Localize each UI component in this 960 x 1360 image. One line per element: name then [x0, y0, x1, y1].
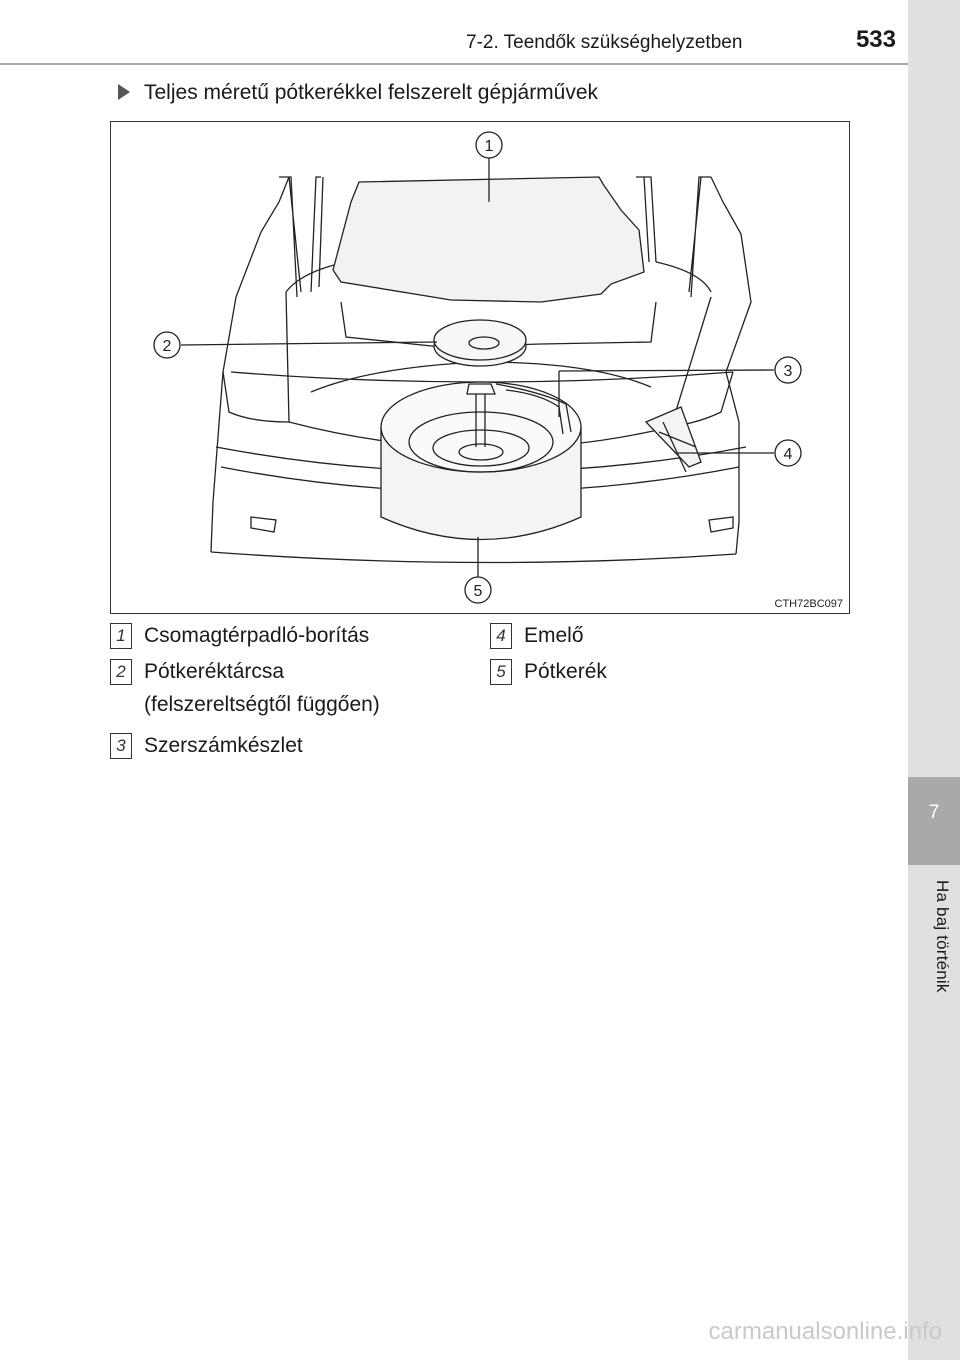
callout-5: 5 [474, 583, 483, 600]
callout-3: 3 [784, 363, 793, 380]
trunk-illustration: 1 2 3 4 5 CTH72BC097 [110, 121, 850, 614]
subtitle-text: Teljes méretű pótkerékkel felszerelt gép… [144, 81, 599, 104]
legend-number: 2 [110, 659, 132, 685]
legend-text: Emelő [524, 624, 584, 647]
legend-text: Pótkeréktárcsa [144, 660, 285, 683]
callout-2: 2 [163, 338, 172, 355]
trunk-drawing: 1 2 3 4 5 [153, 131, 802, 604]
sidebar [908, 0, 960, 1360]
legend-text: Szerszámkészlet [144, 734, 303, 757]
figure-code: CTH72BC097 [774, 598, 843, 610]
watermark: carmanualsonline.info [708, 1318, 942, 1345]
legend-number: 4 [490, 623, 512, 649]
legend-number: 5 [490, 659, 512, 685]
chapter-title: Ha baj történik [933, 880, 952, 993]
callout-4: 4 [784, 446, 793, 463]
legend-text: Csomagtérpadló-borítás [144, 624, 370, 647]
triangle-bullet-icon [118, 84, 130, 100]
page-number: 533 [855, 26, 896, 53]
legend-number: 1 [110, 623, 132, 649]
chapter-tab [908, 777, 960, 865]
callout-1: 1 [485, 138, 494, 155]
legend-text-continued: (felszereltségtől függően) [144, 693, 380, 716]
legend-text: Pótkerék [524, 660, 607, 683]
header-divider [0, 63, 908, 65]
subtitle: Teljes méretű pótkerékkel felszerelt gép… [118, 81, 598, 105]
legend-number: 3 [110, 733, 132, 759]
chapter-number: 7 [928, 802, 940, 823]
section-title: 7-2. Teendők szükséghelyzetben [466, 32, 743, 53]
